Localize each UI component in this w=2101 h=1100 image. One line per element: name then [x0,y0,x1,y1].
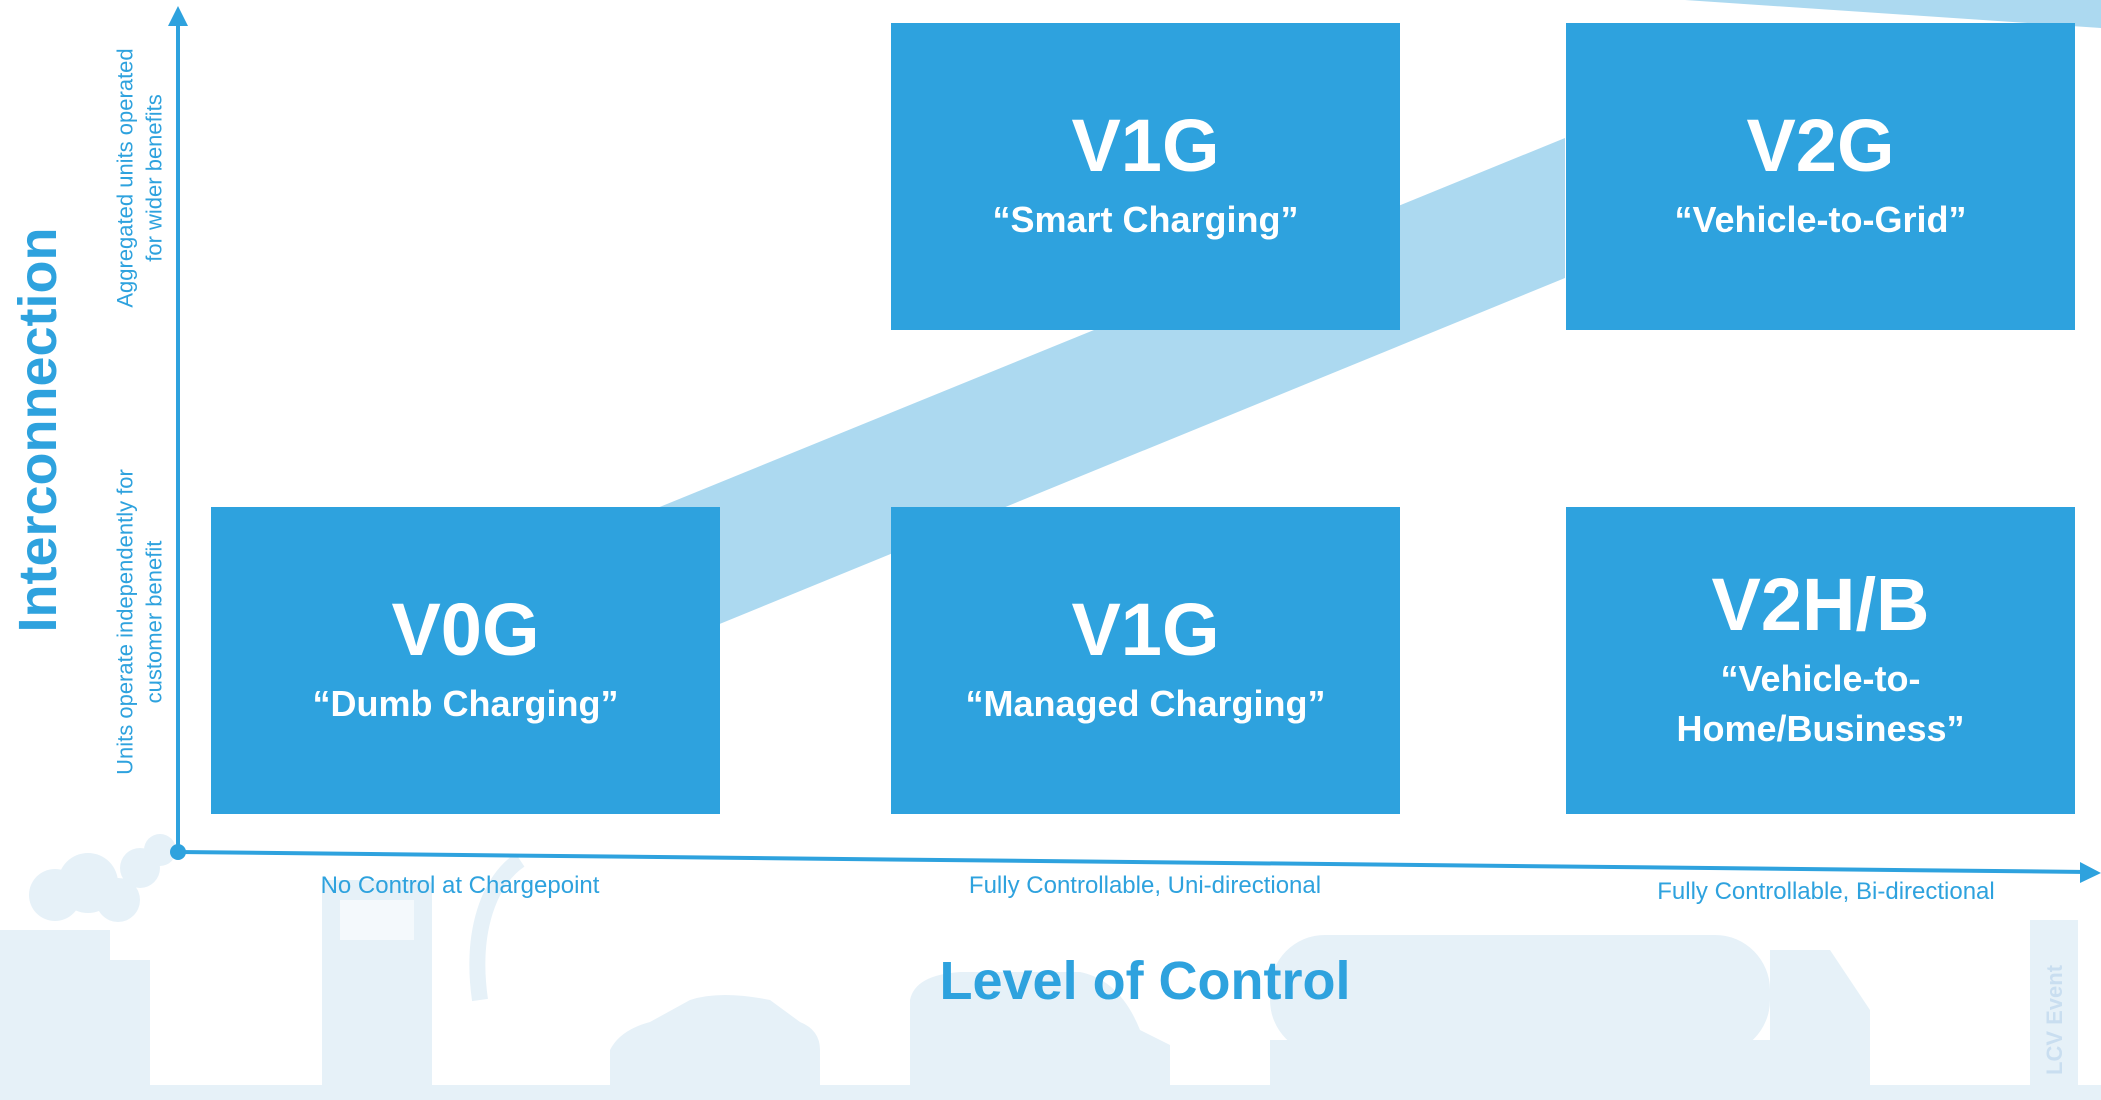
v2hb-name: “Vehicle-to- Home/Business” [1676,657,1965,750]
y-axis-low-label: Units operate independently for customer… [112,469,166,775]
y-axis-arrow [168,6,188,855]
v1g-managed-box: V1G “Managed Charging” [891,507,1400,814]
charger-icon [322,880,432,1100]
v0g-name: “Dumb Charging” [312,683,619,725]
band-corner-top-right [1685,0,2101,28]
v1g-smart-box: V1G “Smart Charging” [891,23,1400,330]
lcv-event-logo-text: LCV Event [2042,964,2067,1075]
v2hb-box: V2H/B “Vehicle-to- Home/Business” [1566,507,2075,814]
x-axis-label-uni-directional: Fully Controllable, Uni-directional [968,872,1322,899]
van-icon [910,972,1170,1085]
x-axis-label-no-control: No Control at Chargepoint [320,872,600,899]
v2hb-code: V2H/B [1711,563,1930,647]
x-axis-title: Level of Control [939,951,1351,1011]
v2g-box: V2G “Vehicle-to-Grid” [1566,23,2075,330]
ground-strip [0,1085,2101,1100]
lcv-event-logo: LCV Event [2030,920,2078,1085]
v1g-managed-name: “Managed Charging” [965,683,1326,725]
cloud-icon [29,834,176,922]
x-axis-arrow [177,850,2101,883]
v2g-name: “Vehicle-to-Grid” [1674,199,1967,241]
v1g-smart-name: “Smart Charging” [992,199,1299,241]
x-axis-label-bi-directional: Fully Controllable, Bi-directional [1657,878,1995,905]
v1g-managed-code: V1G [1071,588,1220,672]
y-axis-high-label: Aggregated units operated for wider bene… [112,48,166,308]
transport-illustration [0,834,2101,1100]
v0g-code: V0G [391,588,540,672]
building-icon [60,960,150,1100]
v0g-box: V0G “Dumb Charging” [211,507,720,814]
charging-cable [469,853,525,1002]
y-axis-title: Interconnection [8,227,68,633]
v1g-smart-code: V1G [1071,104,1220,188]
axis-origin-dot [170,844,186,860]
v2g-code: V2G [1746,104,1895,188]
car-icon [610,995,820,1085]
tanker-truck-icon [1270,935,1870,1085]
